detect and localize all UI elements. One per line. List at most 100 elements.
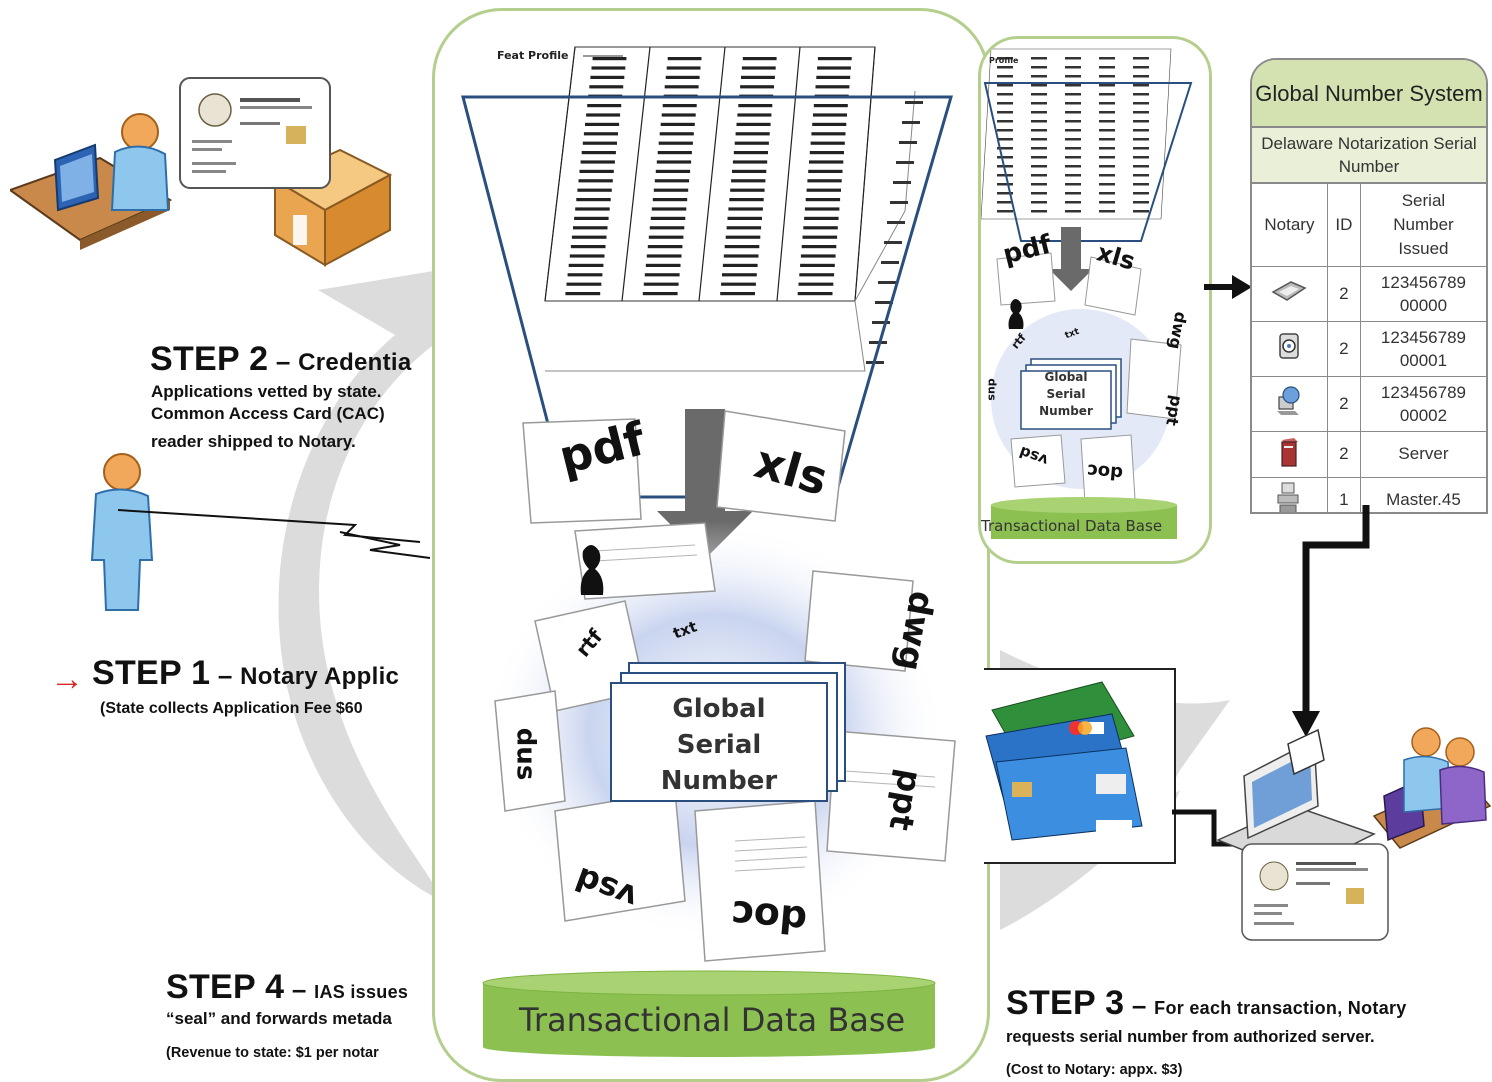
- grid-texture-mark: [665, 75, 700, 79]
- step2-title: STEP 2 – Credentia: [150, 340, 412, 378]
- gns-header-serial: Serial Number Issued: [1359, 184, 1486, 267]
- grid-texture-mark: [1099, 66, 1115, 69]
- grid-texture-mark: [1031, 174, 1047, 177]
- master-server-icon: [1277, 482, 1299, 512]
- grid-texture-mark: [644, 273, 680, 277]
- grid-texture-mark: [809, 151, 844, 155]
- notary-desk-icon: [7, 77, 393, 267]
- grid-texture-mark: [997, 129, 1013, 132]
- grid-texture-mark: [1099, 102, 1115, 105]
- grid-texture-mark: [646, 254, 682, 258]
- grid-texture-mark: [1133, 183, 1149, 186]
- grid-texture-mark: [1065, 66, 1081, 69]
- grid-texture-mark: [1099, 129, 1115, 132]
- step4-number: STEP 4: [166, 968, 285, 1006]
- grid-texture-mark: [1099, 174, 1115, 177]
- grid-texture-mark: [797, 292, 833, 296]
- center-db-label: Transactional Data Base: [519, 1001, 906, 1039]
- grid-texture-mark: [1031, 129, 1047, 132]
- table-row: 2 123456789 00001: [1252, 320, 1486, 377]
- grid-texture-mark: [645, 263, 681, 267]
- grid-texture-mark: [657, 151, 692, 155]
- grid-texture-mark: [808, 169, 843, 173]
- grid-texture-mark: [812, 122, 847, 126]
- grid-texture-mark: [731, 179, 766, 183]
- grid-texture-mark: [666, 66, 701, 70]
- gns-title: Global Number System: [1252, 60, 1486, 128]
- grid-texture-mark: [1133, 66, 1149, 69]
- center-funnel-graphic: Feat Profile: [461, 46, 956, 1057]
- grid-texture-mark: [1031, 138, 1047, 141]
- step3-note: (Cost to Notary: appx. $3): [1006, 1062, 1183, 1078]
- grid-texture-mark: [738, 104, 773, 108]
- step3-line2: requests serial number from authorized s…: [1006, 1028, 1375, 1046]
- grid-texture-mark: [997, 75, 1013, 78]
- grid-texture-mark: [1133, 201, 1149, 204]
- grid-texture-mark: [799, 273, 835, 277]
- grid-texture-mark: [732, 160, 768, 164]
- gns-header-row: Notary ID Serial Number Issued: [1252, 184, 1486, 267]
- grid-texture-mark: [735, 132, 770, 136]
- step1-pointer-arrow: →: [50, 660, 84, 698]
- step4-title: STEP 4 – IAS issues: [166, 968, 409, 1006]
- grid-texture-mark: [577, 188, 612, 192]
- grid-texture-mark: [811, 132, 846, 136]
- grid-texture-mark: [1133, 111, 1149, 114]
- grid-texture-mark: [816, 75, 851, 79]
- grid-texture-mark: [1065, 156, 1081, 159]
- grid-texture-mark: [1099, 93, 1115, 96]
- server-icon: [1281, 437, 1299, 467]
- scanner-icon: [1279, 333, 1300, 359]
- arrow-to-notary-workstation: [1292, 505, 1370, 737]
- step4-subtitle: IAS issues: [314, 982, 409, 1002]
- step2-illustration: [7, 70, 400, 270]
- grid-texture-mark: [741, 66, 776, 70]
- grid-texture-mark: [576, 198, 611, 202]
- grid-texture-mark: [578, 179, 613, 183]
- grid-texture-mark: [997, 57, 1013, 60]
- grid-texture-mark: [1065, 84, 1081, 87]
- grid-texture-mark: [1065, 138, 1081, 141]
- grid-texture-mark: [899, 141, 917, 144]
- grid-texture-mark: [1099, 183, 1115, 186]
- grid-texture-mark: [890, 201, 908, 204]
- grid-texture-mark: [1065, 57, 1081, 60]
- step1-note: (State collects Application Fee $60: [100, 700, 363, 717]
- grid-texture-mark: [1065, 102, 1081, 105]
- grid-texture-mark: [1133, 120, 1149, 123]
- grid-texture-mark: [1031, 120, 1047, 123]
- grid-texture-mark: [1099, 138, 1115, 141]
- grid-texture-mark: [565, 292, 601, 296]
- grid-texture-mark: [997, 183, 1013, 186]
- small-tag-doc: doc: [1086, 459, 1124, 484]
- grid-texture-mark: [659, 132, 694, 136]
- grid-texture-mark: [569, 254, 605, 258]
- grid-texture-mark: [815, 85, 850, 89]
- grid-texture-mark: [813, 104, 848, 108]
- tag-doc: doc: [729, 891, 809, 943]
- step1-subtitle: Notary Applic: [240, 663, 400, 690]
- credit-cards-icon: [985, 681, 1143, 841]
- table-row: 1 Master.45: [1252, 476, 1486, 512]
- arrow-to-global-system: [1204, 275, 1252, 299]
- grid-texture-mark: [1031, 183, 1047, 186]
- grid-texture-mark: [1133, 192, 1149, 195]
- grid-texture-mark: [1099, 120, 1115, 123]
- grid-texture-mark: [654, 179, 690, 183]
- grid-texture-mark: [730, 188, 765, 192]
- grid-texture-mark: [724, 245, 760, 249]
- grid-texture-mark: [887, 221, 905, 224]
- grid-texture-mark: [800, 254, 836, 258]
- workstation-icon: [1216, 727, 1492, 941]
- grid-texture-mark: [590, 75, 625, 79]
- step3-subtitle: For each transaction, Notary: [1154, 998, 1407, 1018]
- grid-texture-mark: [581, 151, 616, 155]
- table-row: 2 123456789 00000: [1252, 265, 1486, 322]
- gns-grid: Notary ID Serial Number Issued 2 1234567…: [1252, 184, 1486, 512]
- grid-texture-mark: [1133, 210, 1149, 213]
- tag-dus: dus: [510, 727, 541, 781]
- grid-texture-mark: [817, 66, 851, 70]
- grid-texture-mark: [728, 207, 763, 211]
- small-funnel-outline: [983, 82, 1193, 242]
- grid-texture-mark: [571, 235, 607, 239]
